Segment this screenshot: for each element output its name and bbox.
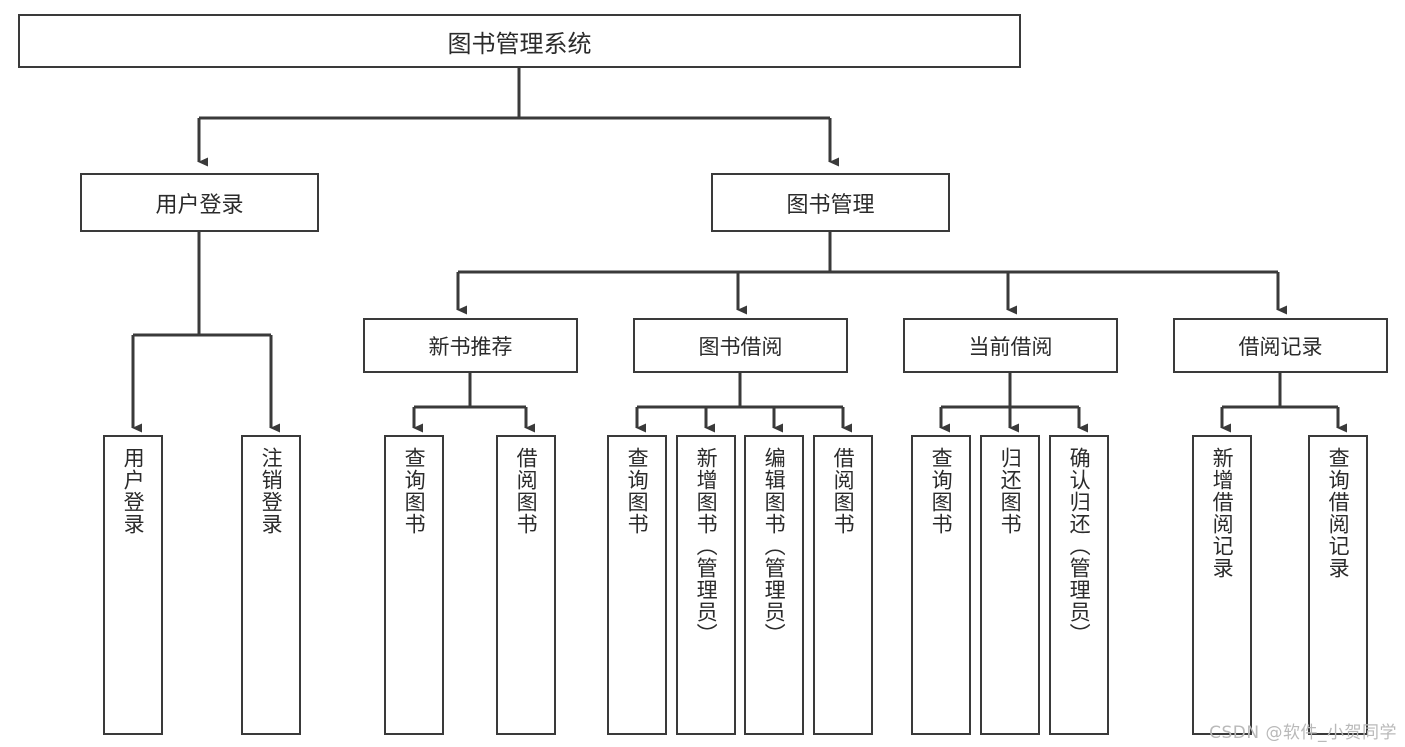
leaf-query-books-new[interactable]: 查询图书 xyxy=(384,435,444,735)
leaf-query-books-borrow[interactable]: 查询图书 xyxy=(607,435,667,735)
edge-records-to-leaves xyxy=(1220,373,1347,433)
node-label: 借阅图书 xyxy=(831,447,856,535)
node-label: 查询图书 xyxy=(929,447,954,535)
node-label: 归还图书 xyxy=(998,447,1023,535)
leaf-add-borrow-record[interactable]: 新增借阅记录 xyxy=(1192,435,1252,735)
leaf-confirm-return-admin[interactable]: 确认归还（管理员） xyxy=(1049,435,1109,735)
leaf-logout[interactable]: 注销登录 xyxy=(241,435,301,735)
node-label: 新增借阅记录 xyxy=(1210,447,1235,579)
node-book-borrowing[interactable]: 图书借阅 xyxy=(633,318,848,373)
node-label: 新增图书（管理员） xyxy=(694,447,719,645)
leaf-return-books[interactable]: 归还图书 xyxy=(980,435,1040,735)
node-label: 查询图书 xyxy=(625,447,650,535)
leaf-borrow-books-borrow[interactable]: 借阅图书 xyxy=(813,435,873,735)
leaf-edit-book-admin[interactable]: 编辑图书（管理员） xyxy=(744,435,804,735)
node-label: 新书推荐 xyxy=(428,334,513,359)
node-label: 借阅图书 xyxy=(514,447,539,535)
node-label: 编辑图书（管理员） xyxy=(762,447,787,645)
leaf-query-books-current[interactable]: 查询图书 xyxy=(911,435,971,735)
edge-root-to-level1 xyxy=(197,68,839,167)
edge-current-borrow-to-leaves xyxy=(939,373,1088,433)
node-label: 借阅记录 xyxy=(1238,334,1323,359)
node-label: 查询借阅记录 xyxy=(1326,447,1351,579)
node-label: 用户登录 xyxy=(155,192,244,218)
node-borrowing-records[interactable]: 借阅记录 xyxy=(1173,318,1388,373)
node-book-management[interactable]: 图书管理 xyxy=(711,173,950,232)
node-label: 图书管理系统 xyxy=(447,29,592,58)
node-user-login[interactable]: 用户登录 xyxy=(80,173,319,232)
node-new-book-recommendation[interactable]: 新书推荐 xyxy=(363,318,578,373)
node-label: 确认归还（管理员） xyxy=(1067,447,1092,645)
node-label: 当前借阅 xyxy=(968,334,1053,359)
node-label: 图书借阅 xyxy=(698,334,783,359)
node-label: 查询图书 xyxy=(402,447,427,535)
edge-book-mgmt-to-level2 xyxy=(456,232,1287,315)
leaf-user-login[interactable]: 用户登录 xyxy=(103,435,163,735)
leaf-add-book-admin[interactable]: 新增图书（管理员） xyxy=(676,435,736,735)
node-label: 图书管理 xyxy=(786,192,875,218)
leaf-query-borrow-record[interactable]: 查询借阅记录 xyxy=(1308,435,1368,735)
node-label: 注销登录 xyxy=(259,447,284,535)
edge-borrow-to-leaves xyxy=(635,373,852,433)
node-root-book-management-system[interactable]: 图书管理系统 xyxy=(18,14,1021,68)
leaf-borrow-books-new[interactable]: 借阅图书 xyxy=(496,435,556,735)
edge-new-books-to-leaves xyxy=(412,373,535,433)
node-current-borrowing[interactable]: 当前借阅 xyxy=(903,318,1118,373)
edge-user-login-to-leaves xyxy=(131,232,280,433)
node-label: 用户登录 xyxy=(121,447,146,535)
